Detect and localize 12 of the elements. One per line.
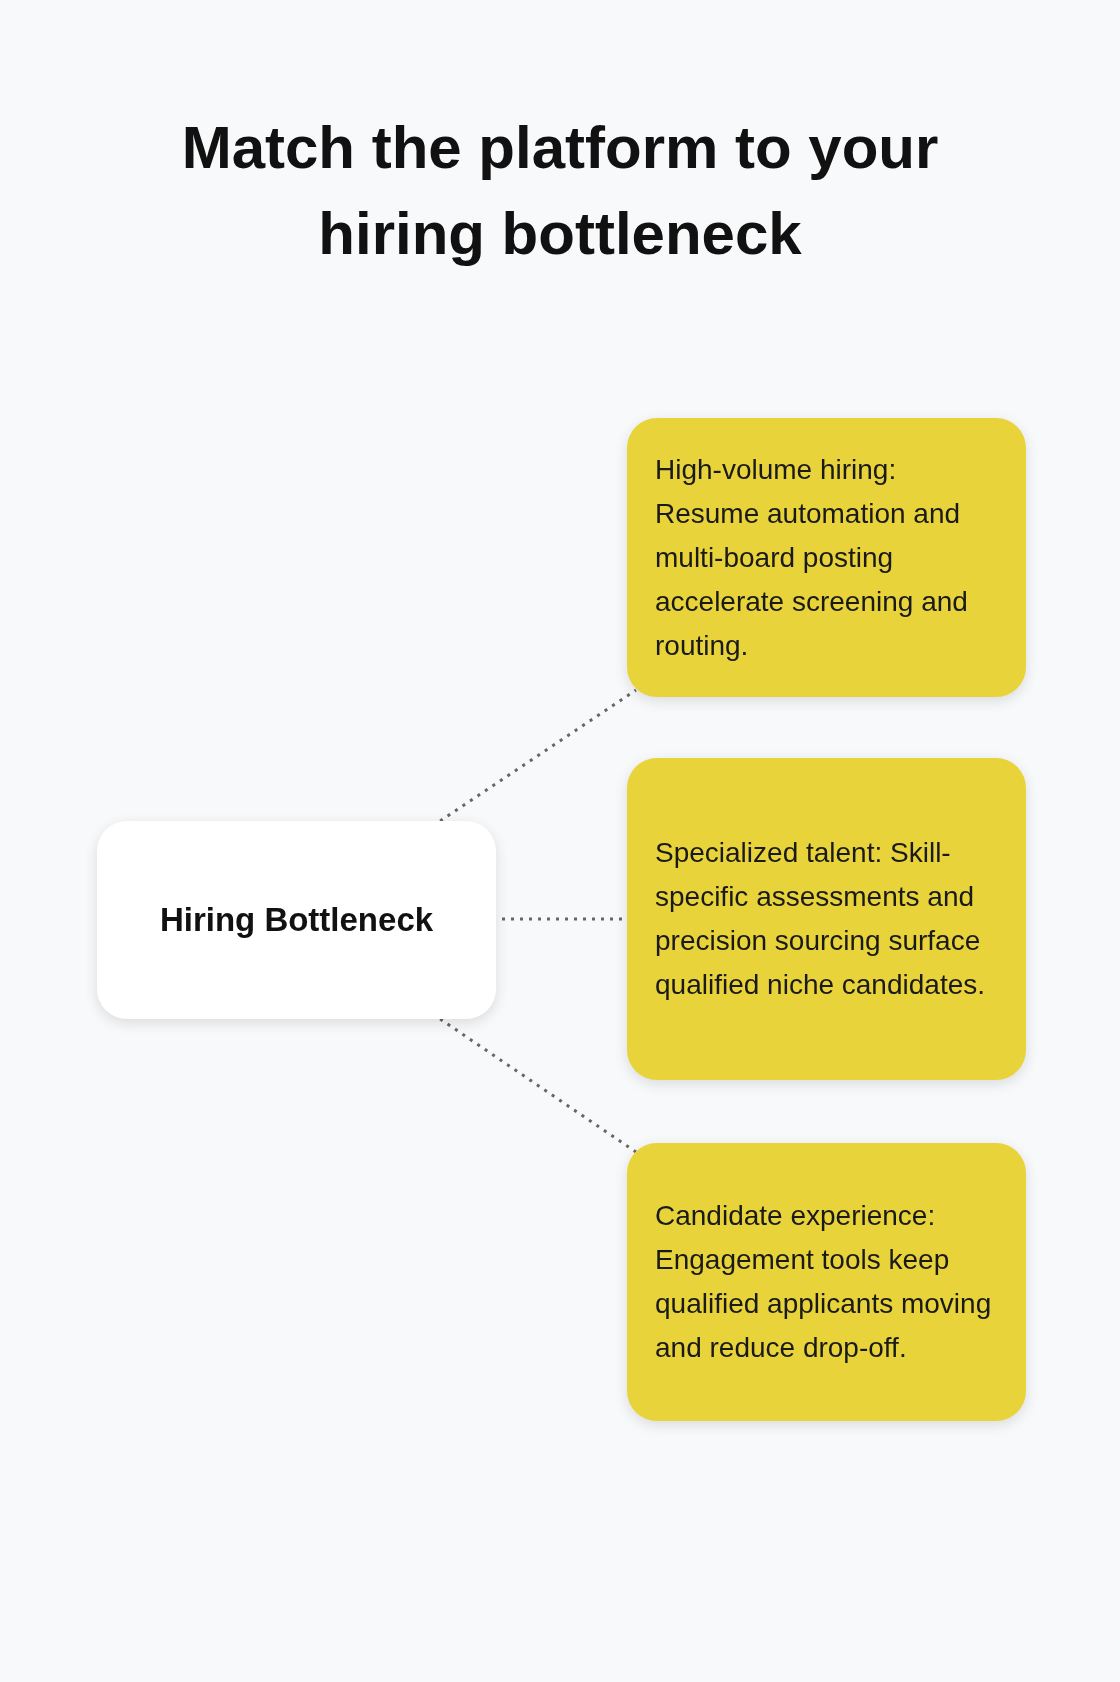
card-text: Candidate experience: Engagement tools keep qualified applicants moving and reduce drop-off.	[655, 1199, 993, 1365]
diagram-title: Match the platform to your hiring bottleneck	[180, 113, 940, 269]
dotted-connector	[439, 688, 637, 823]
card-text: Specialized talent: Skill-specific assessments and precision sourcing surface qualified niche candidates.	[655, 836, 986, 1002]
topic-card	[97, 821, 496, 1019]
dotted-connector	[439, 1017, 637, 1154]
option-card	[627, 1143, 1026, 1421]
option-card	[627, 418, 1026, 697]
card-text: High-volume hiring: Resume automation and multi-board posting accelerate screening and routing.	[655, 452, 969, 663]
option-card	[627, 758, 1026, 1080]
card-text: Hiring Bottleneck	[159, 901, 434, 939]
dotted-connector	[502, 917, 624, 921]
